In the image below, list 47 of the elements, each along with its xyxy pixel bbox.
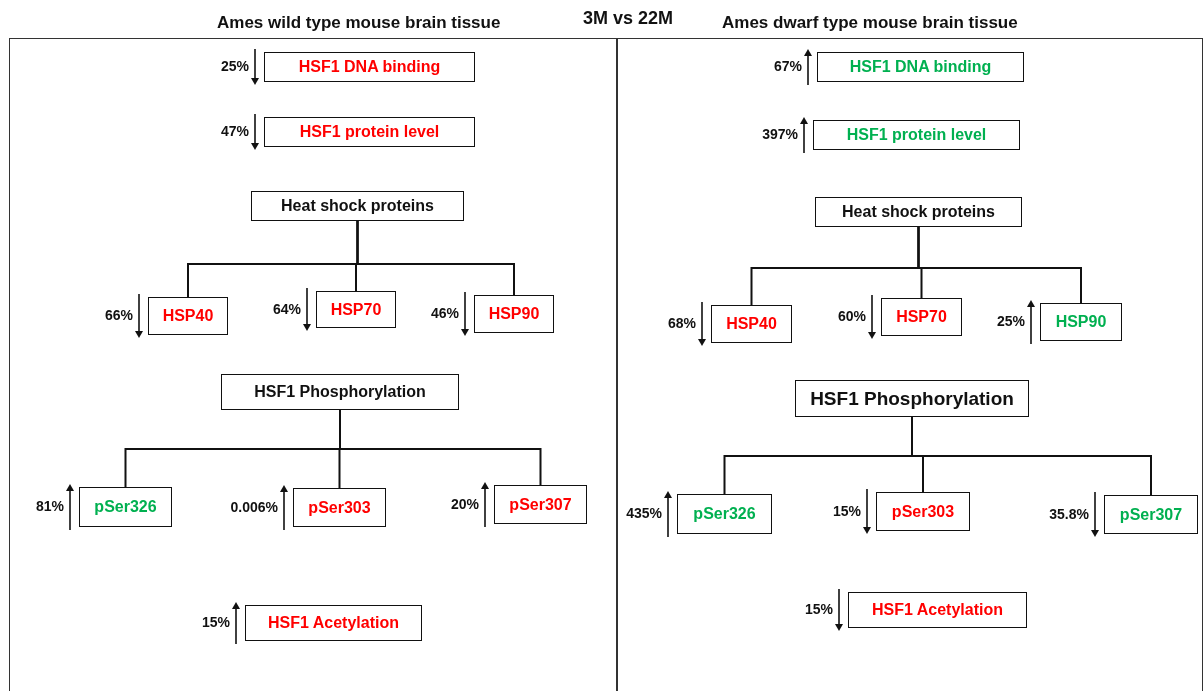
label-box: pSer326 (677, 494, 772, 534)
percent-change: 81% (35, 498, 64, 514)
label-box: pSer307 (494, 485, 587, 524)
percent-change: 15% (201, 614, 230, 630)
label-box: HSP70 (316, 291, 396, 328)
percent-change: 46% (430, 305, 459, 321)
label-box: pSer303 (293, 488, 386, 527)
label-box: Heat shock proteins (815, 197, 1022, 227)
label-box: HSF1 Acetylation (245, 605, 422, 641)
label-box: HSP90 (1040, 303, 1122, 341)
panel-heading: Ames dwarf type mouse brain tissue (722, 13, 1018, 33)
percent-change: 397% (762, 126, 798, 142)
label-box: pSer303 (876, 492, 970, 531)
label-box: HSP70 (881, 298, 962, 336)
label-box: HSF1 Phosphorylation (221, 374, 459, 410)
label-box: HSF1 DNA binding (264, 52, 475, 82)
label-box: pSer307 (1104, 495, 1198, 534)
percent-change: 15% (804, 601, 833, 617)
percent-change: 68% (667, 315, 696, 331)
label-box: HSF1 DNA binding (817, 52, 1024, 82)
label-box: HSP90 (474, 295, 554, 333)
connector-line (911, 416, 1152, 496)
percent-change: 20% (450, 495, 479, 512)
label-box: HSP40 (148, 297, 228, 335)
label-box: HSP40 (711, 305, 792, 343)
title: 3M vs 22M (583, 8, 674, 29)
label-box: HSF1 protein level (264, 117, 475, 147)
label-box: HSF1 protein level (813, 120, 1020, 150)
percent-change: 67% (773, 58, 802, 74)
label-box: pSer326 (79, 487, 172, 527)
percent-change: 66% (104, 307, 133, 323)
connector-line (356, 220, 515, 296)
connector-line (917, 226, 1082, 304)
percent-change: 64% (272, 300, 301, 317)
label-box: HSF1 Acetylation (848, 592, 1027, 628)
percent-change: 15% (832, 502, 861, 519)
percent-change: 435% (626, 505, 662, 521)
percent-change: 0.006% (230, 498, 278, 515)
percent-change: 25% (996, 313, 1025, 329)
label-box: Heat shock proteins (251, 191, 464, 221)
percent-change: 25% (220, 58, 249, 74)
percent-change: 35.8% (1049, 505, 1089, 522)
panel-heading: Ames wild type mouse brain tissue (217, 13, 501, 33)
connector-line (339, 409, 542, 486)
label-box: HSF1 Phosphorylation (795, 380, 1029, 417)
percent-change: 60% (837, 308, 866, 324)
percent-change: 47% (220, 123, 249, 139)
